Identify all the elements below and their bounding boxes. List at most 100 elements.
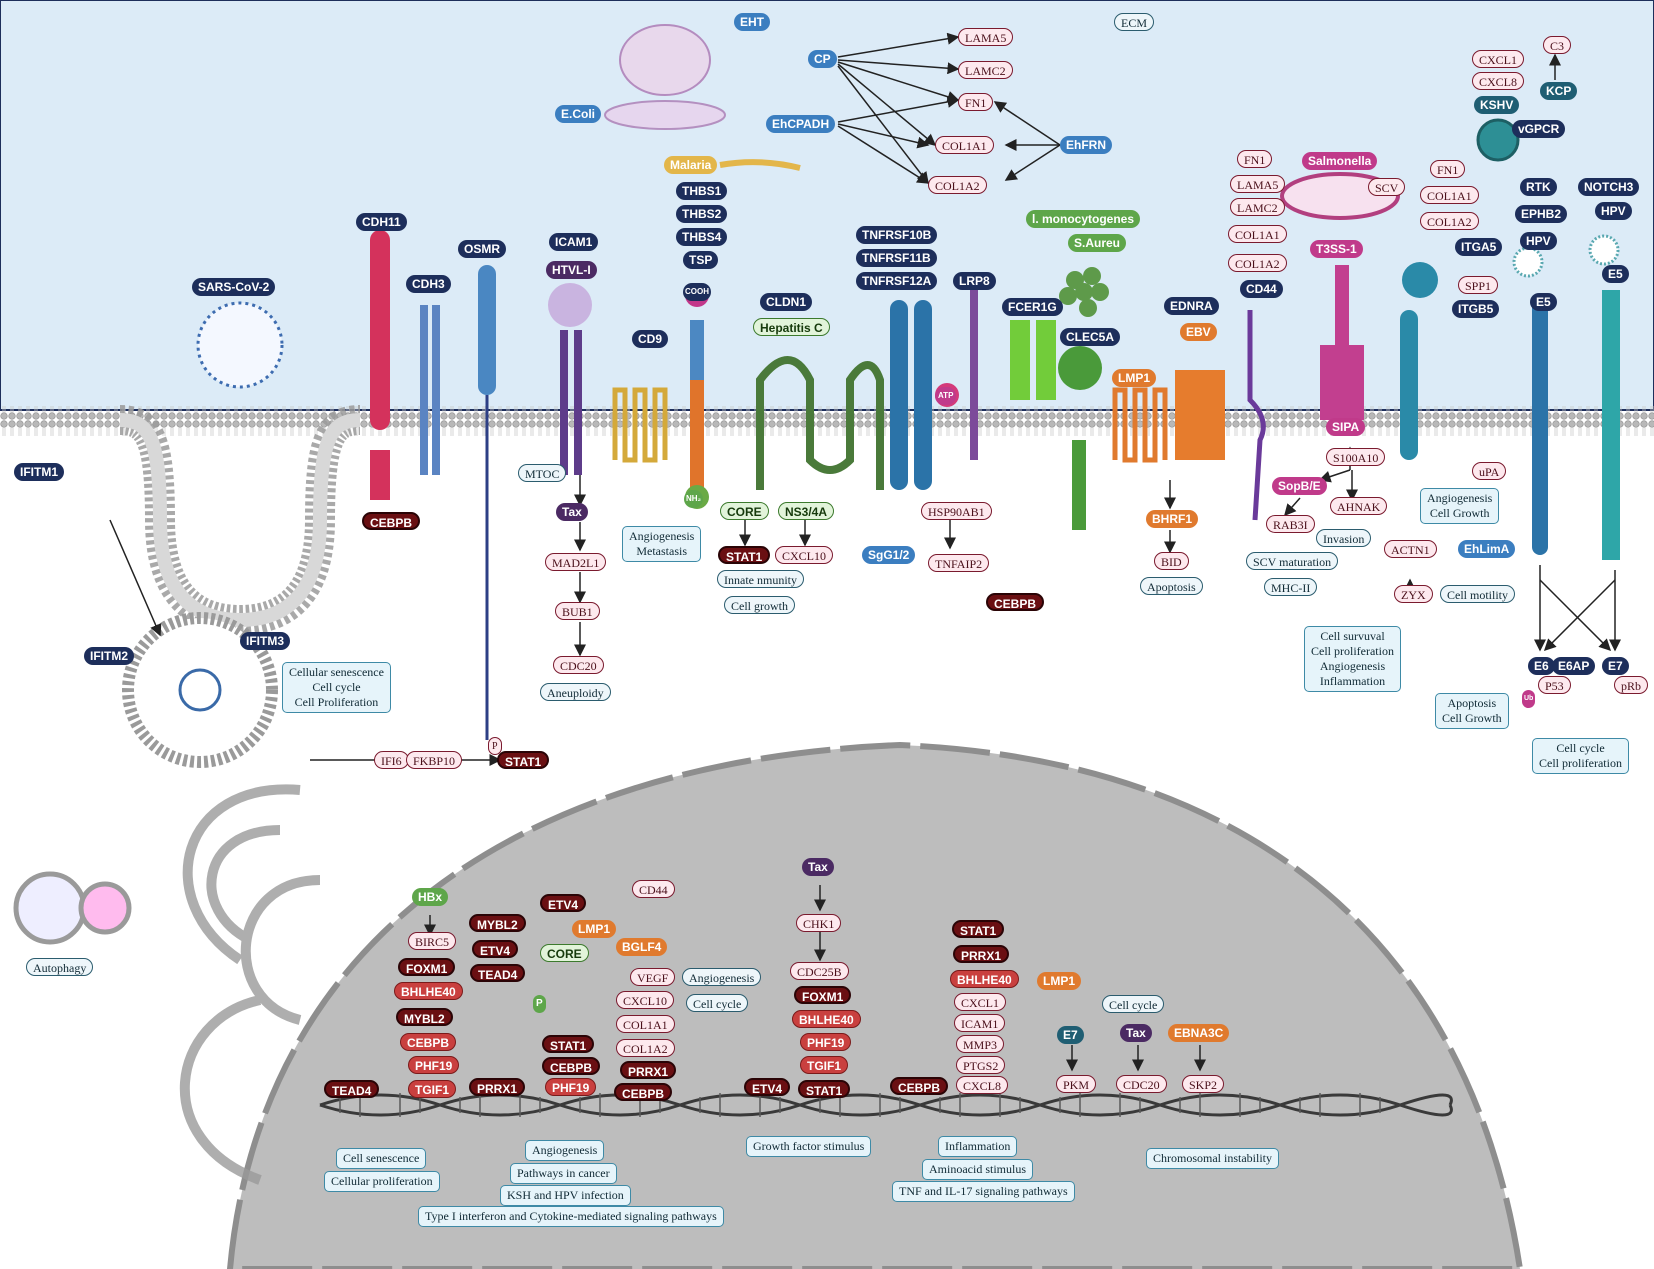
birc5-label: BIRC5 (408, 932, 457, 950)
ifitm1-label: IFITM1 (14, 463, 64, 481)
clec5a-label: CLEC5A (1060, 328, 1121, 346)
mybl2-a-label: MYBL2 (396, 1008, 453, 1026)
aneuploidy-label: Aneuploidy (540, 683, 611, 701)
phf19-c-label: PHF19 (800, 1033, 852, 1051)
ifi6-label: IFI6 (374, 751, 409, 769)
col1a2-right-label: COL1A2 (1228, 254, 1287, 272)
etv4-b-label: ETV4 (472, 940, 519, 958)
aminoacid-stimulus-box: Aminoacid stimulus (922, 1159, 1033, 1180)
lmp1-membrane-label: LMP1 (1112, 369, 1157, 387)
tax-b-label: Tax (802, 858, 834, 876)
atp-label: ATP (935, 387, 957, 405)
ednra-receptor (1175, 370, 1225, 460)
invasion-label: Invasion (1316, 529, 1372, 547)
cellcycle-nuclear2-label: Cell cycle (1102, 995, 1165, 1013)
s-aureu-label: S.Aureu (1068, 234, 1127, 252)
etv4-a-label: ETV4 (540, 894, 587, 912)
hsp90ab1-label: HSP90AB1 (921, 502, 992, 520)
htvl-label: HTVL-I (546, 261, 597, 279)
itga5-label: ITGA5 (1455, 238, 1503, 256)
chk1-label: CHK1 (796, 914, 842, 932)
mhc2-label: MHC-II (1264, 578, 1318, 596)
cebpb-e-label: CEBPB (542, 1057, 601, 1075)
col1a1-right-label: COL1A1 (1228, 225, 1287, 243)
icam1-label: ICAM1 (549, 233, 599, 251)
ecoli-bacterium (604, 100, 726, 130)
tead4-a-label: TEAD4 (324, 1080, 380, 1098)
tgif1-b-label: TGIF1 (800, 1056, 849, 1074)
e7-nuclear-label: E7 (1057, 1026, 1084, 1044)
cdc25b-label: CDC25B (790, 962, 849, 980)
autophagy-label: Autophagy (26, 958, 94, 976)
sipa-label: SIPA (1326, 418, 1366, 436)
rab3i-label: RAB3I (1266, 515, 1315, 533)
cdh3-receptor (420, 305, 440, 475)
cdc20-b-label: CDC20 (1116, 1075, 1167, 1093)
ecm-label: ECM (1114, 13, 1155, 31)
type1-interferon-box: Type I interferon and Cytokine-mediated … (418, 1206, 724, 1227)
vgpcr-label: vGPCR (1512, 120, 1566, 138)
col1a2-right2-label: COL1A2 (1420, 212, 1479, 230)
mmp3-label: MMP3 (956, 1035, 1005, 1053)
cell-senescence-box: Cell senescence (336, 1148, 427, 1169)
p53-label: P53 (1538, 676, 1571, 694)
lama5-top-label: LAMA5 (958, 28, 1014, 46)
tnfrsf12a-label: TNFRSF12A (856, 272, 938, 290)
sopbe-label: SopB/E (1272, 477, 1327, 495)
bid-label: BID (1154, 552, 1189, 570)
vegf-label: VEGF (630, 968, 676, 986)
rtk-label: RTK (1520, 178, 1557, 196)
bub1-label: BUB1 (555, 602, 600, 620)
ebv-label: EBV (1180, 323, 1217, 341)
s100a10-label: S100A10 (1326, 448, 1386, 466)
ifitm2-label: IFITM2 (84, 647, 134, 665)
cebpb-d-label: CEBPB (614, 1083, 673, 1101)
cxcl10-a-label: CXCL10 (775, 546, 834, 564)
bhrf1-label: BHRF1 (1146, 510, 1199, 528)
hpv1-label: HPV (1520, 232, 1557, 250)
foxm1-a-label: FOXM1 (398, 958, 456, 976)
cd9-label: CD9 (632, 330, 669, 348)
prrx1-a-label: PRRX1 (620, 1061, 677, 1079)
phf19-b-label: PHF19 (545, 1078, 597, 1096)
kshv-label: KSHV (1474, 96, 1520, 114)
ephb2-label: EPHB2 (1515, 205, 1568, 223)
cooh-label: COOH (683, 283, 711, 301)
prrx1-c-label: PRRX1 (953, 945, 1010, 963)
eht-label: EHT (734, 13, 770, 31)
rtk-receptor (1532, 295, 1548, 555)
p-green-label: P (533, 995, 546, 1013)
t3ss-label: T3SS-1 (1310, 240, 1363, 258)
osmr-receptor (478, 265, 496, 740)
cldn1-label: CLDN1 (760, 293, 813, 311)
fkbp10-label: FKBP10 (406, 751, 463, 769)
thbs4-label: THBS4 (676, 228, 728, 246)
dna-helix (319, 1093, 1453, 1117)
ehlima-label: EhLimA (1458, 540, 1516, 558)
clec5a-receptor (1058, 346, 1102, 530)
cdc20-a-label: CDC20 (553, 656, 604, 674)
cxcl10-b-label: CXCL10 (616, 991, 675, 1009)
malaria-parasite (719, 159, 801, 171)
sgg12-label: SgG1/2 (862, 546, 916, 564)
lamc2-top-label: LAMC2 (958, 61, 1013, 79)
p-phospho-label: P (488, 737, 502, 755)
fn1-right-label: FN1 (1237, 150, 1273, 168)
scv-maturation-label: SCV maturation (1246, 552, 1339, 570)
fcer1g-label: FCER1G (1002, 298, 1063, 316)
eht-parasite (619, 24, 711, 96)
golgi-apparatus (179, 784, 321, 1185)
lamc2-right-label: LAMC2 (1230, 198, 1285, 216)
tax-a-label: Tax (556, 503, 588, 521)
mtoc-label: MTOC (518, 464, 567, 482)
e5b-label: E5 (1602, 265, 1629, 283)
cell-motility-label: Cell motility (1440, 585, 1516, 603)
col1a2-nuclear-label: COL1A2 (616, 1039, 675, 1057)
lmp1-nuclear-label: LMP1 (572, 920, 617, 938)
innate-immunity-label: Innate nmunity (717, 570, 804, 588)
cellular-proliferation-box: Cellular proliferation (324, 1171, 440, 1192)
notch3-label: NOTCH3 (1578, 178, 1640, 196)
